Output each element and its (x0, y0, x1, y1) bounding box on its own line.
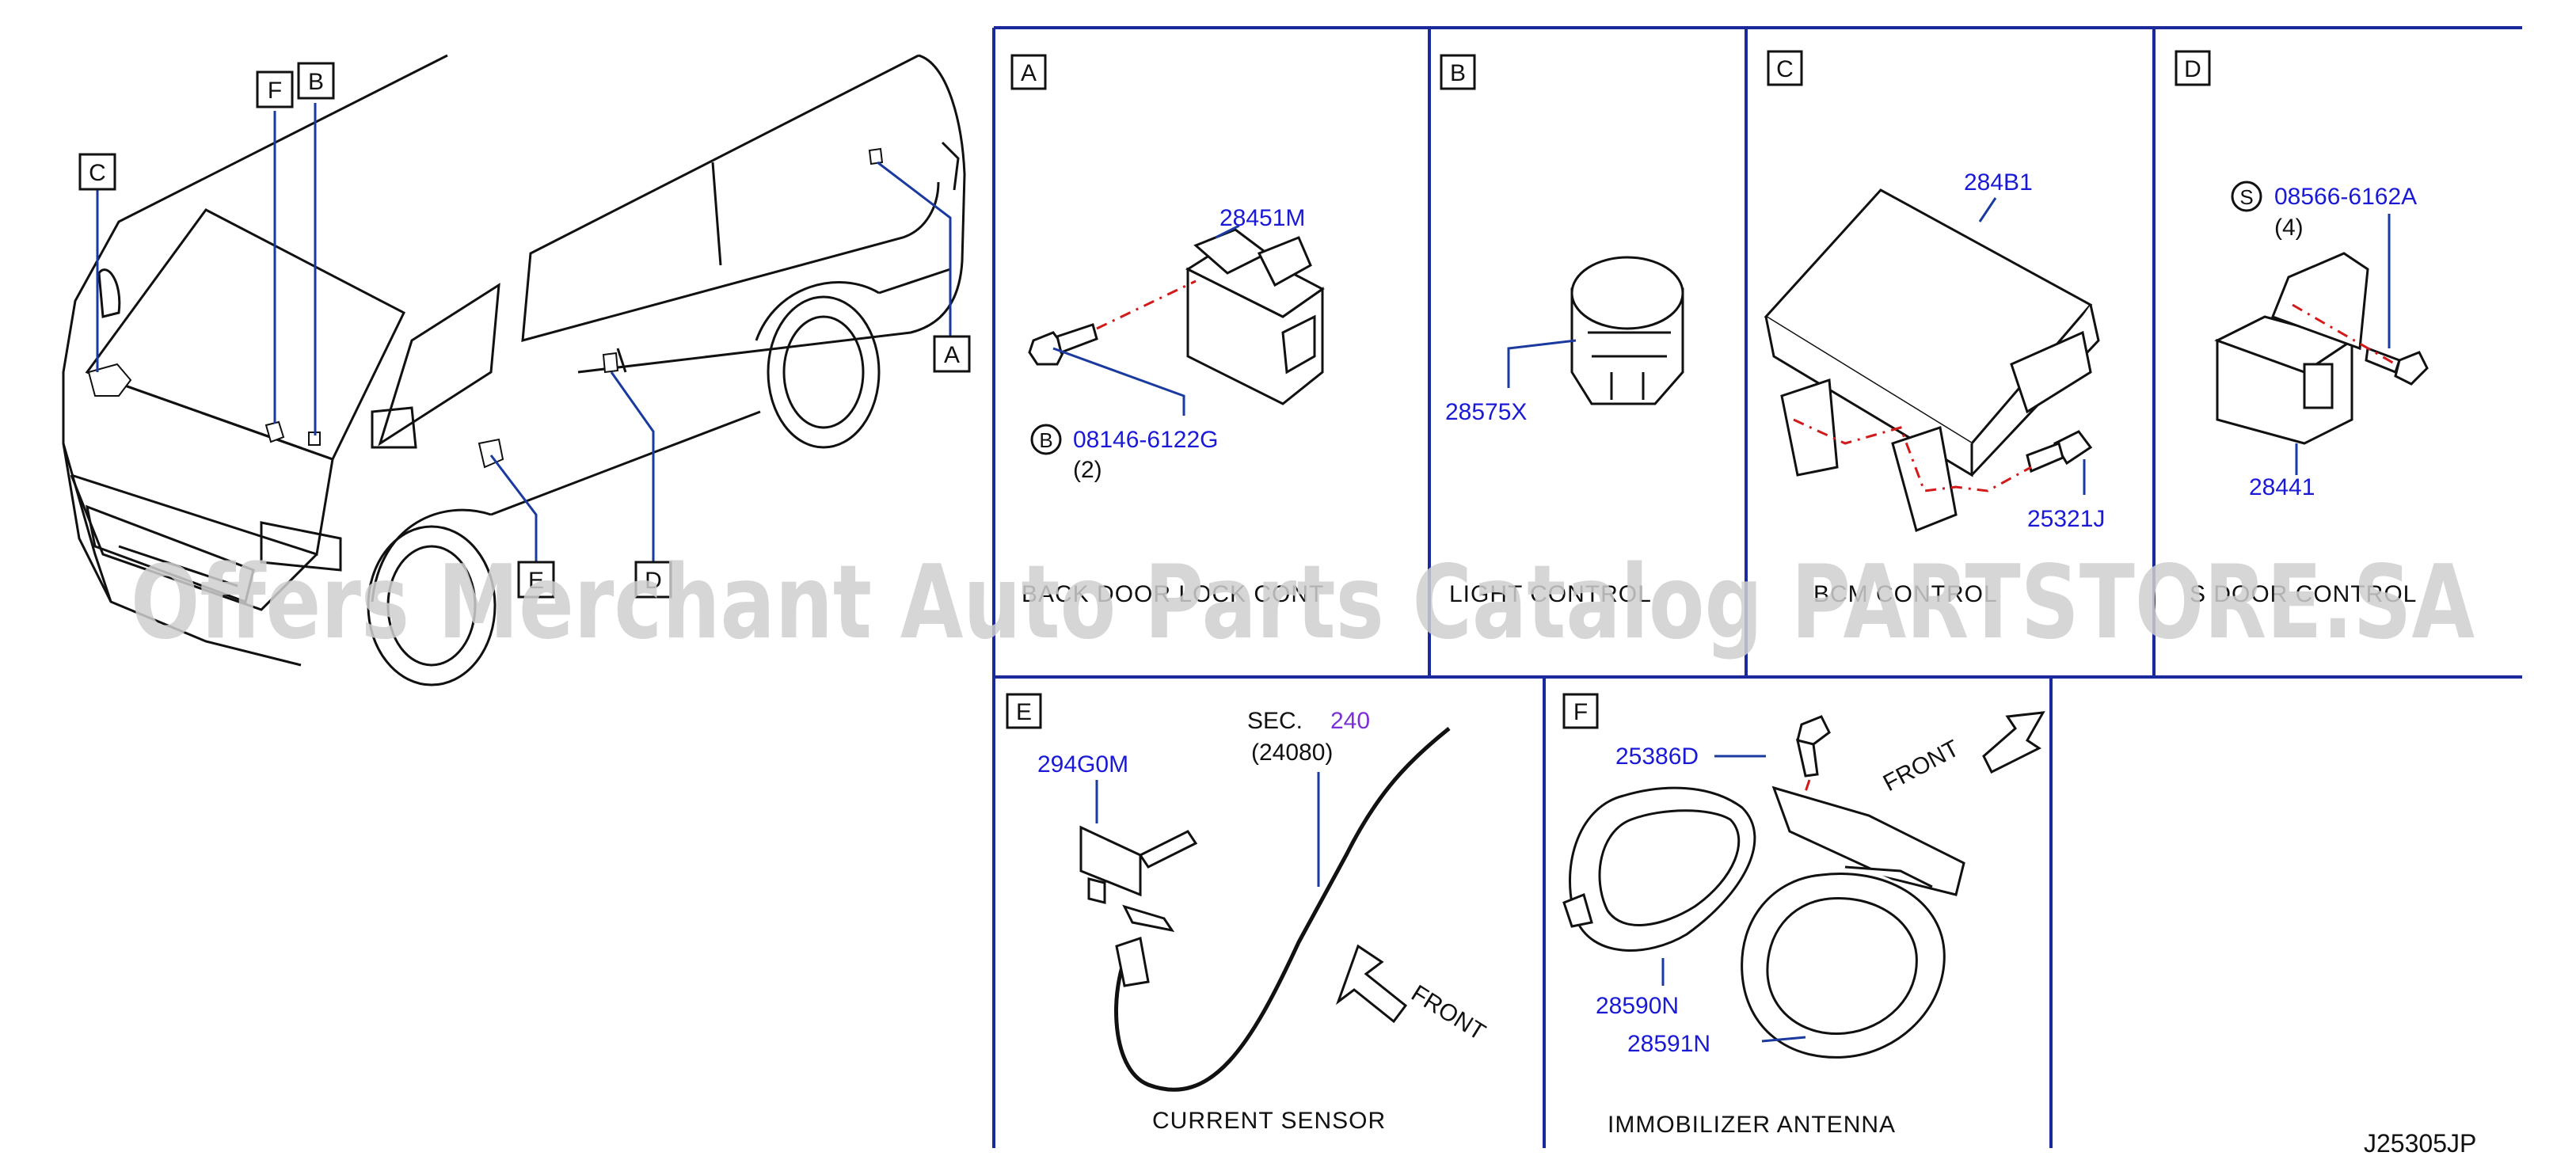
svg-text:A: A (944, 342, 960, 368)
front-label-e: FRONT (1406, 980, 1490, 1046)
callout-F: F (256, 70, 294, 108)
part-number-28451M: 28451M (1220, 205, 1305, 231)
panel-f-letter: F (1573, 699, 1588, 725)
panel-f-caption: IMMOBILIZER ANTENNA (1608, 1112, 1896, 1138)
panel-a-centerline (1096, 279, 1197, 330)
part-number-08566-6162A: 08566-6162A (2274, 184, 2417, 210)
bolt-08566 (2365, 346, 2429, 386)
immobilizer-marker (264, 420, 285, 443)
svg-text:B: B (308, 69, 324, 95)
panel-e-letter: E (1016, 699, 1032, 725)
panel-d-qty: (4) (2274, 215, 2304, 241)
panel-a-circle-b (1030, 424, 1062, 455)
panel-c: C 284B1 25321J BCM CONTROL (1764, 50, 2105, 607)
panel-a-leader-1 (1215, 224, 1240, 239)
panel-b-leader (1507, 339, 1577, 388)
panel-e-tag (1006, 693, 1042, 729)
part-number-284B1: 284B1 (1964, 169, 2033, 196)
front-arrow-e: FRONT (1335, 944, 1490, 1046)
part-number-28591N: 28591N (1627, 1031, 1710, 1057)
panel-a-caption: BACK DOOR LOCK CONT (1022, 581, 1324, 607)
svg-text:C: C (89, 160, 106, 186)
panel-frames (992, 26, 2522, 1148)
sdoor-control-module (2214, 252, 2369, 445)
panel-a-circle-letter: B (1039, 428, 1052, 452)
callout-D: D (634, 561, 672, 599)
sec-prefix: SEC. (1247, 708, 1303, 734)
vehicle-outline (62, 54, 966, 686)
antenna-bracket (1562, 786, 1756, 952)
panel-d-circle-s (2231, 181, 2262, 212)
callout-C: C (78, 153, 116, 191)
part-number-28441: 28441 (2249, 474, 2315, 500)
diagram-code: J25305JP (2364, 1129, 2476, 1158)
sec-number: 240 (1330, 708, 1370, 734)
vehicle-leaders (96, 103, 952, 562)
panel-b-tag (1440, 54, 1476, 90)
panel-b: B 28575X LIGHT CONTROL (1440, 54, 1684, 607)
panel-b-letter: B (1450, 60, 1466, 86)
panel-a-letter: A (1021, 60, 1037, 86)
sensor-cable (1114, 727, 1451, 1092)
panel-e: E 294G0M SEC. 240 (24080) FRONT CURRENT … (1006, 693, 1490, 1134)
current-sensor-marker (478, 438, 504, 469)
light-control-switch (1570, 256, 1684, 405)
sdoor-marker (602, 352, 619, 374)
screw-25386D (1796, 715, 1831, 778)
panel-c-centerline (1793, 418, 2032, 492)
panel-c-leader-1 (1978, 197, 1997, 222)
part-number-08146-6122G: 08146-6122G (1073, 427, 1219, 453)
back-door-lock-module (1185, 228, 1325, 405)
sensor-terminal (1115, 937, 1150, 987)
panel-a: A 28451M B 08146-6122G (2) BACK DOOR LOC… (1010, 54, 1325, 607)
back-door-marker (868, 147, 884, 165)
part-number-25386D: 25386D (1615, 743, 1699, 770)
panel-a-leader-2 (1052, 347, 1185, 416)
front-label-f: FRONT (1879, 736, 1964, 797)
front-arrow-f: FRONT (1879, 711, 2045, 797)
panel-f-leader-3 (1761, 1036, 1806, 1043)
part-number-294G0M: 294G0M (1037, 751, 1128, 778)
part-number-25321J: 25321J (2027, 506, 2105, 532)
part-number-28590N: 28590N (1596, 993, 1679, 1019)
screw-25321J (2026, 430, 2093, 473)
callout-E: E (517, 561, 555, 599)
panel-c-caption: BCM CONTROL (1813, 581, 1998, 607)
sec-reference: (24080) (1251, 740, 1333, 766)
current-sensor (1079, 825, 1198, 933)
panel-d-tag (2175, 50, 2211, 86)
bcm-module (1764, 188, 2100, 533)
panel-b-caption: LIGHT CONTROL (1449, 581, 1652, 607)
panel-f: F 25386D 28590N 28591N FRONT IMMOBILIZER… (1562, 693, 2045, 1138)
panel-d-letter: D (2184, 56, 2201, 82)
panel-c-letter: C (1776, 56, 1794, 82)
callout-B: B (297, 62, 335, 100)
panel-a-tag (1010, 54, 1047, 90)
antenna-ring (1741, 785, 1965, 1059)
callout-A: A (933, 335, 971, 373)
part-number-28575X: 28575X (1445, 399, 1527, 425)
bcm-marker (87, 363, 132, 397)
vehicle-component-markers (87, 147, 884, 469)
svg-text:D: D (645, 568, 662, 594)
panel-d-caption: S DOOR CONTROL (2190, 581, 2417, 607)
panel-d-circle-letter: S (2239, 185, 2253, 209)
panel-c-tag (1767, 50, 1803, 86)
watermark: Offers Merchant Auto Parts Catalog PARTS… (131, 544, 2475, 662)
panel-d-centerline (2292, 303, 2396, 366)
bolt-08146 (1028, 323, 1098, 366)
svg-text:E: E (528, 568, 544, 594)
panel-d: D S 08566-6162A (4) 28441 S DOOR CONTROL (2175, 50, 2429, 607)
svg-text:F: F (268, 78, 282, 104)
panel-a-qty: (2) (1073, 457, 1102, 483)
panel-e-caption: CURRENT SENSOR (1152, 1108, 1386, 1134)
panel-f-tag (1562, 693, 1599, 729)
